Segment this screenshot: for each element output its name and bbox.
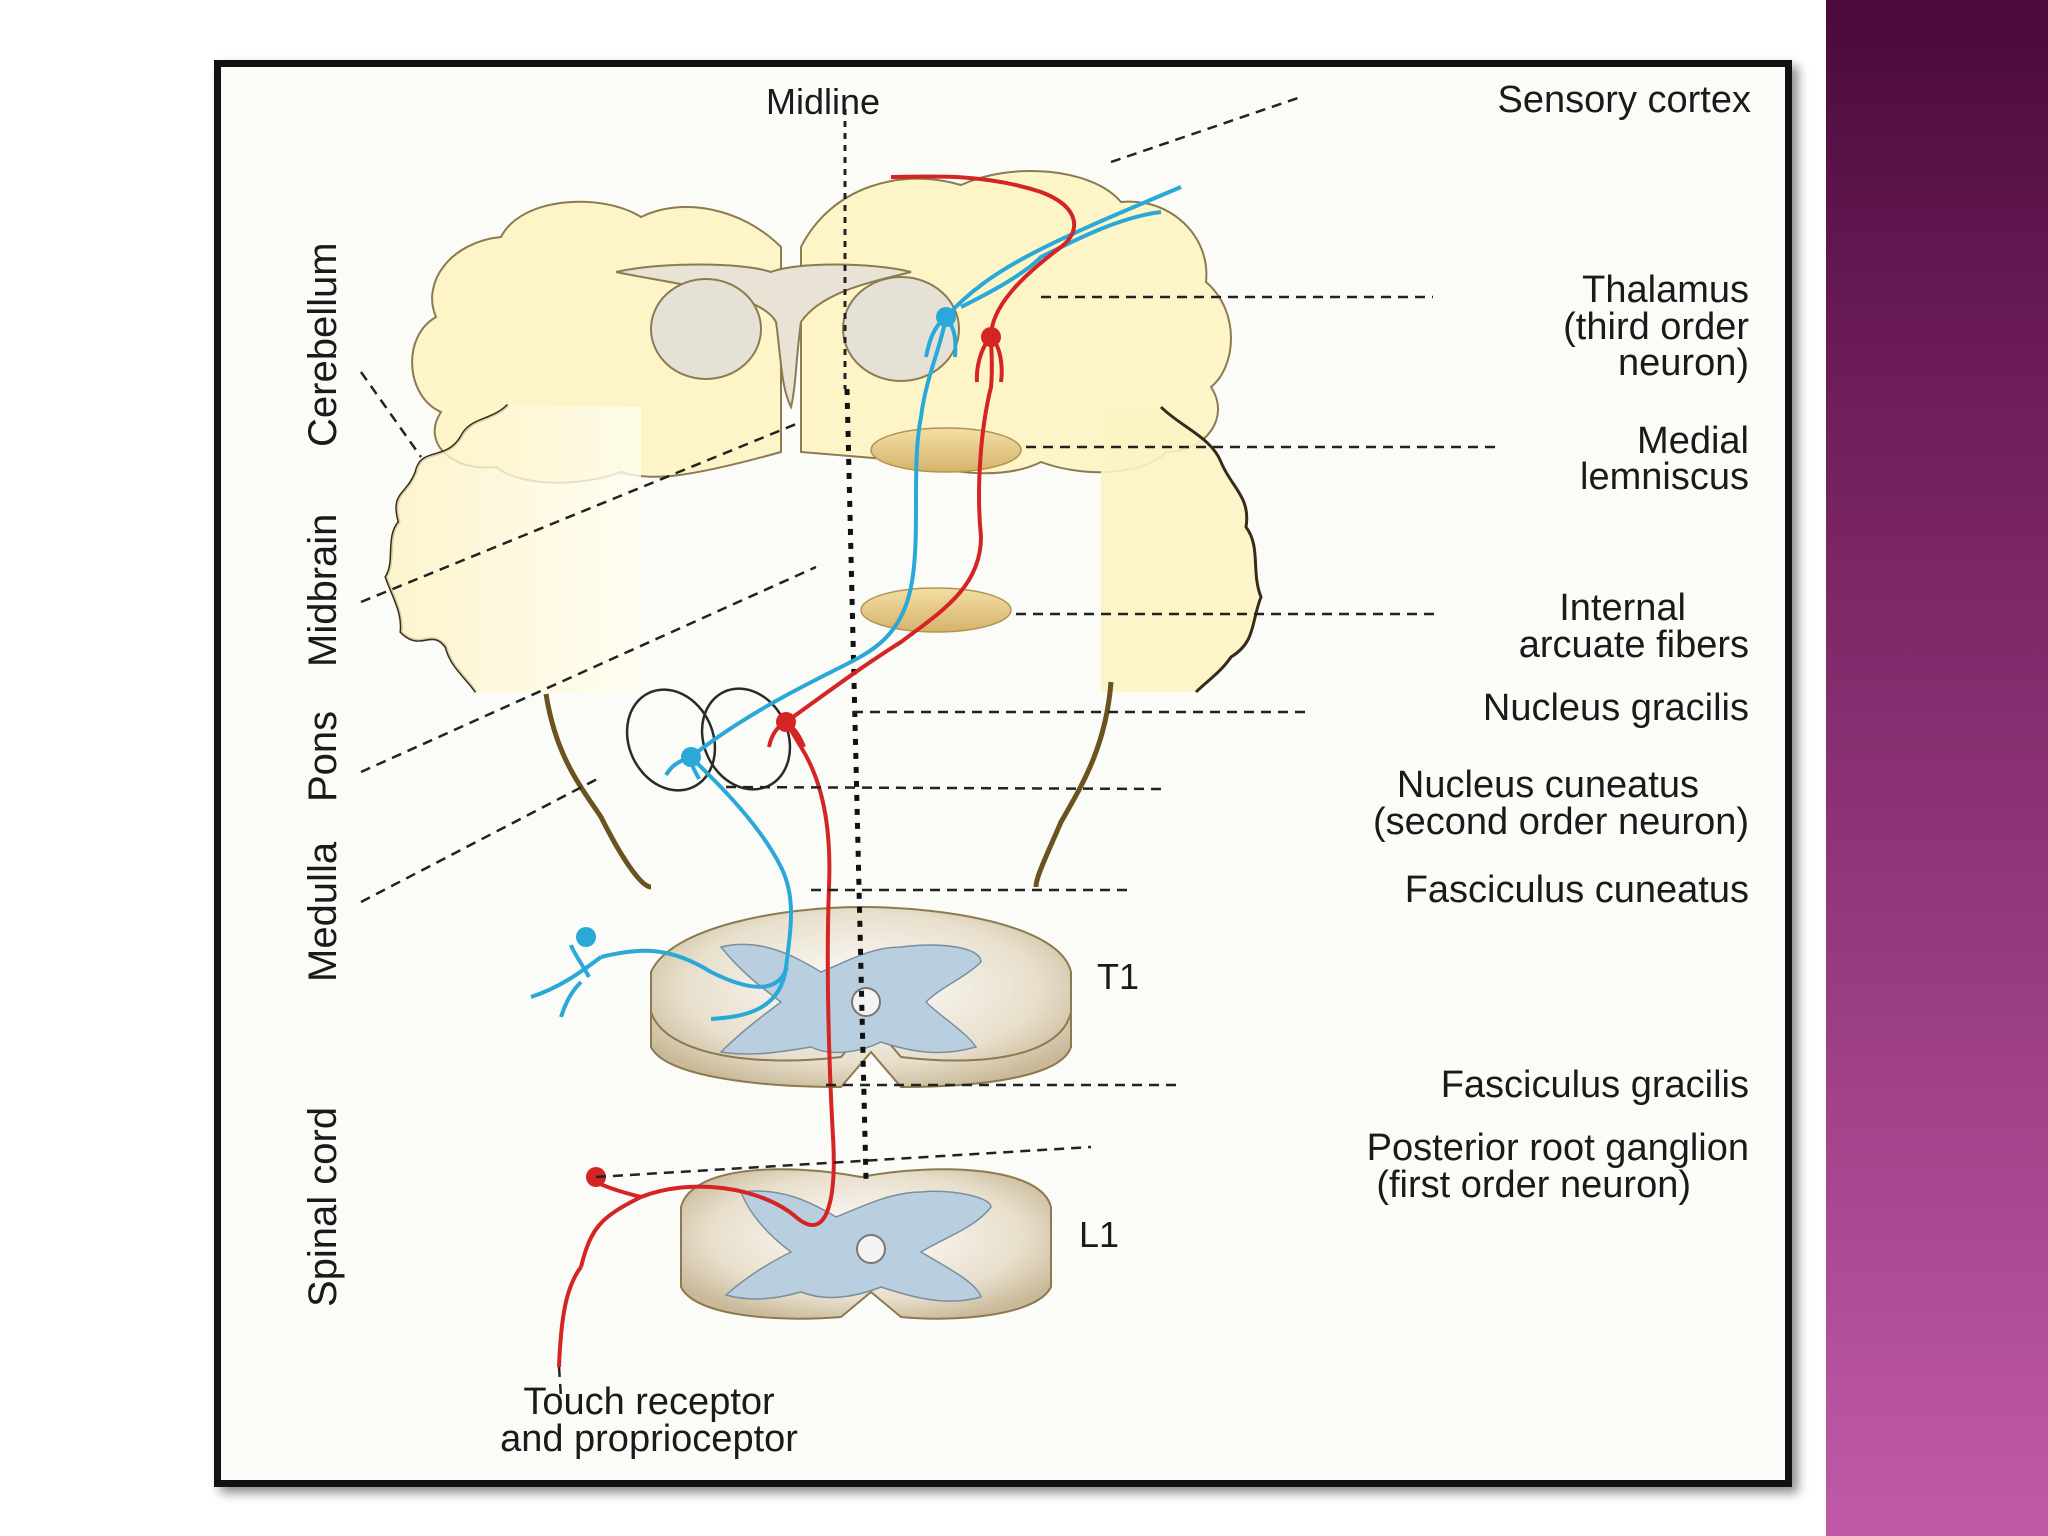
label-posterior-root-line2: (first order neuron)	[1376, 1164, 1691, 1206]
right-cerebellum-fill	[1101, 407, 1261, 692]
label-t1: T1	[1097, 956, 1139, 997]
midline-dotted	[844, 388, 869, 1180]
medulla-left-wall	[543, 693, 652, 890]
brainstem	[384, 403, 1263, 890]
diagram-frame: Cerebellum Midbrain Pons Medulla Spinal …	[214, 60, 1792, 1487]
label-nucleus-cuneatus-line2: (second order neuron)	[1373, 801, 1749, 843]
label-medial-lemniscus-line1: Medial	[1637, 420, 1749, 462]
medial-lemniscus-nucleus	[870, 427, 1022, 473]
internal-arcuate-nucleus	[860, 587, 1012, 633]
label-thalamus-line1: Thalamus	[1582, 269, 1749, 311]
label-spinal-cord: Spinal cord	[301, 1107, 345, 1307]
right-cerebellum-outline	[1159, 405, 1263, 694]
label-medulla: Medulla	[301, 841, 345, 982]
label-internal-arcuate-line1: Internal	[1559, 587, 1686, 629]
leader-lines	[359, 95, 1501, 1398]
nucleus-cuneatus-ring	[625, 688, 717, 792]
label-sensory-cortex: Sensory cortex	[1498, 79, 1751, 121]
label-pons: Pons	[301, 711, 345, 802]
spinal-cord-l1	[680, 1168, 1052, 1320]
label-fasciculus-cuneatus: Fasciculus cuneatus	[1405, 869, 1749, 911]
purple-side-band	[1826, 0, 2048, 1536]
label-l1: L1	[1079, 1214, 1119, 1255]
label-cerebellum: Cerebellum	[301, 242, 345, 447]
label-midbrain: Midbrain	[301, 514, 345, 667]
left-cerebellum-fill	[386, 405, 641, 692]
red-pathway	[557, 174, 1077, 1368]
label-thalamus-line2: (third order	[1563, 306, 1749, 348]
label-touch-receptor-line1: Touch receptor	[523, 1381, 775, 1423]
right-hemisphere	[800, 170, 1232, 475]
label-touch-receptor-line2: and proprioceptor	[500, 1418, 798, 1460]
label-fasciculus-gracilis: Fasciculus gracilis	[1441, 1064, 1749, 1106]
ventricle	[615, 263, 912, 410]
label-nucleus-gracilis: Nucleus gracilis	[1483, 687, 1749, 729]
medulla-right-wall	[1033, 681, 1114, 888]
label-thalamus-line3: neuron)	[1618, 342, 1749, 384]
label-nucleus-cuneatus-line1: Nucleus cuneatus	[1397, 764, 1699, 806]
label-internal-arcuate-line2: arcuate fibers	[1519, 624, 1749, 666]
label-posterior-root-line1: Posterior root ganglion	[1367, 1127, 1749, 1169]
label-medial-lemniscus-line2: lemniscus	[1580, 456, 1749, 498]
dorsal-column-pathway-diagram: Cerebellum Midbrain Pons Medulla Spinal …	[301, 79, 1751, 1460]
right-thalamus	[842, 276, 960, 382]
label-midline: Midline	[766, 81, 880, 122]
spinal-cord-t1	[650, 905, 1072, 1089]
left-thalamus	[650, 278, 762, 380]
blue-neuron-bodies	[576, 307, 956, 947]
